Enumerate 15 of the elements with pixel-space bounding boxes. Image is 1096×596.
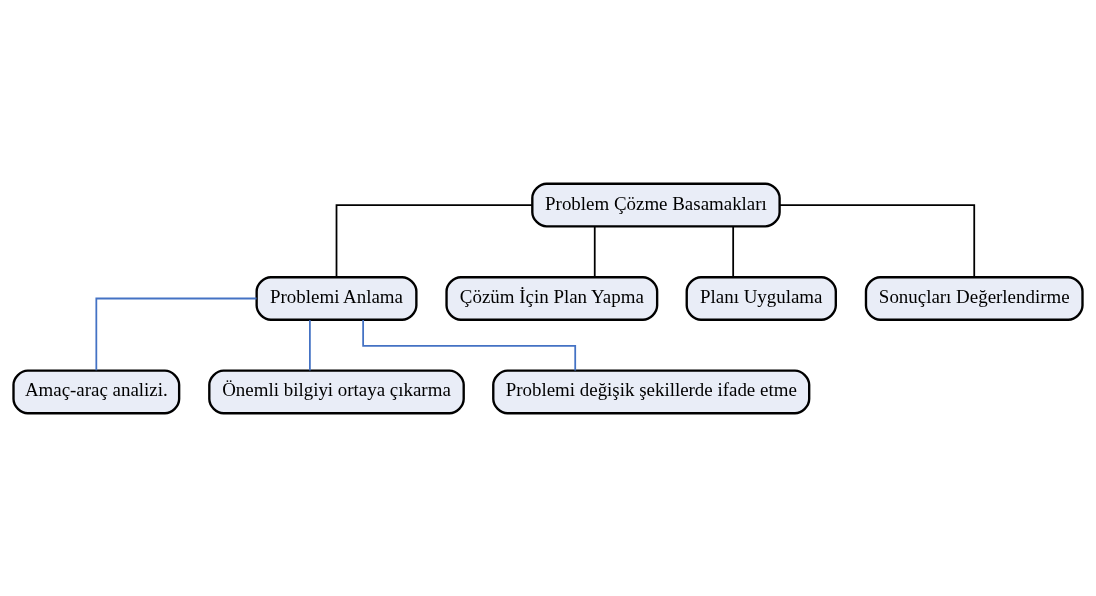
- node-box: Problemi Anlama: [255, 275, 418, 321]
- node-box: Önemli bilgiyi ortaya çıkarma: [208, 369, 465, 414]
- connector: [732, 225, 735, 278]
- node-box: Planı Uygulama: [685, 275, 837, 321]
- node-box: Sonuçları Değerlendirme: [864, 275, 1084, 321]
- node-box: Amaç-araç analizi.: [12, 369, 181, 414]
- connector: [779, 203, 976, 278]
- connector: [95, 297, 258, 371]
- node-box: Çözüm İçin Plan Yapma: [445, 275, 659, 321]
- connector: [362, 318, 577, 371]
- connector: [335, 203, 533, 278]
- node-box: Problemi değişik şekillerde ifade etme: [492, 369, 811, 414]
- connector: [309, 318, 311, 371]
- node-box: Problem Çözme Basamakları: [531, 182, 781, 227]
- connector: [593, 225, 596, 278]
